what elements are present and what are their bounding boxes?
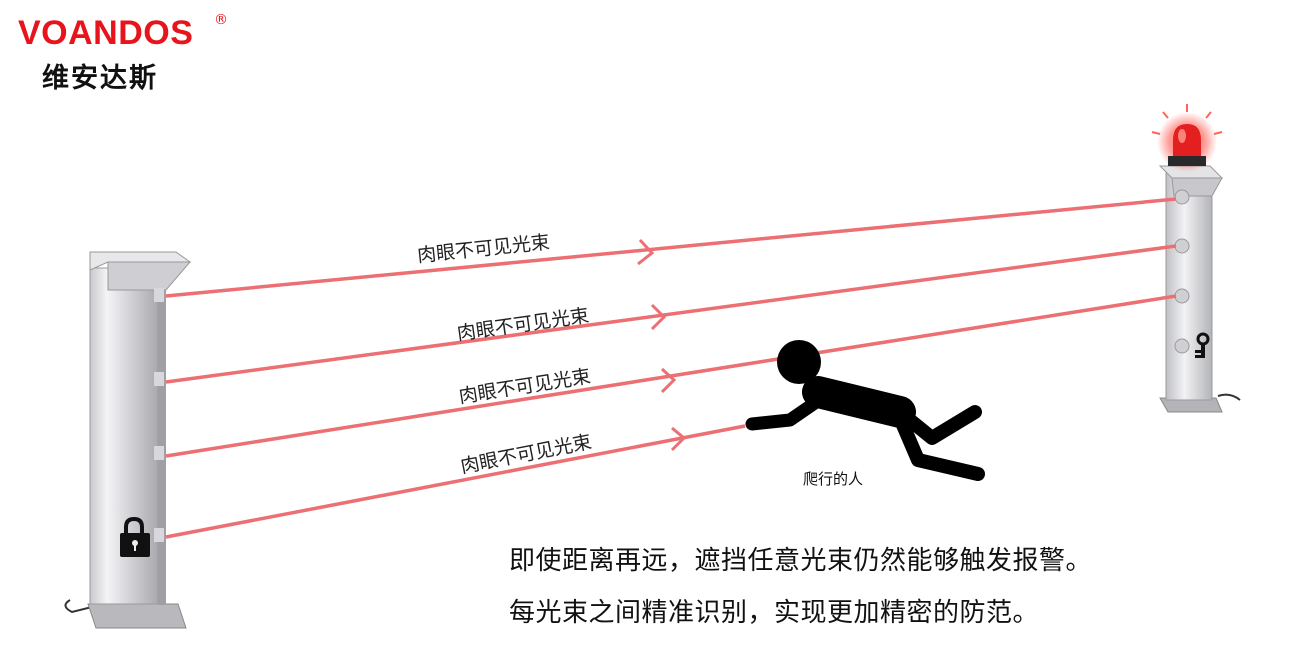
- caption-line-1: 即使距离再远，遮挡任意光束仍然能够触发报警。: [509, 546, 1093, 576]
- brand-logo: VOANDOS ® 维安达斯: [18, 12, 228, 95]
- beam-line-4: [165, 424, 746, 539]
- beam-arrow-1: [637, 238, 655, 266]
- beam-arrow-3: [660, 367, 677, 394]
- beam-line-2: [165, 244, 1177, 384]
- right-detector-post: [1151, 104, 1241, 413]
- registered-mark: ®: [214, 12, 228, 28]
- beam-line-1: [165, 197, 1177, 298]
- brand-name-cn: 维安达斯: [42, 63, 158, 94]
- caption-line-2: 每光束之间精准识别，实现更加精密的防范。: [509, 598, 1040, 628]
- brand-name-en: VOANDOS: [18, 14, 194, 52]
- crawling-person-label: 爬行的人: [803, 470, 863, 488]
- beams: [165, 197, 1177, 539]
- key-icon: [1195, 332, 1210, 358]
- beam-arrow-2: [650, 303, 667, 331]
- beam-label-4: 肉眼不可见光束: [459, 431, 594, 478]
- beam-label-3: 肉眼不可见光束: [457, 365, 592, 408]
- left-detector-post: [64, 251, 192, 629]
- alarm-beacon-icon: [1151, 104, 1223, 172]
- beam-label-2: 肉眼不可见光束: [456, 305, 591, 345]
- crawling-person-icon: [745, 340, 985, 481]
- beam-arrow-4: [670, 426, 687, 452]
- padlock-icon: [120, 516, 150, 557]
